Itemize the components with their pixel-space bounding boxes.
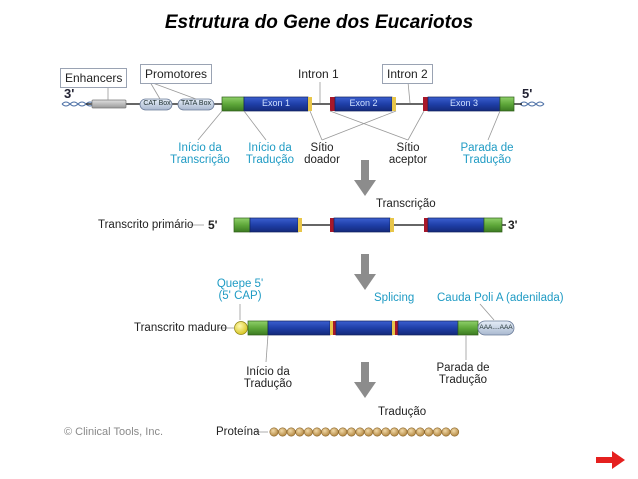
label-intron2: Intron 2	[382, 64, 433, 84]
poly-a-text: AAA....AAA	[479, 324, 513, 331]
exon2-text: Exon 2	[349, 98, 378, 108]
enhancer-box	[91, 99, 127, 109]
cap-5	[234, 321, 248, 335]
protein-bead	[415, 427, 425, 437]
arrow-splicing	[354, 254, 376, 290]
protein-bead	[450, 427, 460, 437]
protein-bead	[389, 427, 399, 437]
protein-bead	[398, 427, 408, 437]
upper-pointers	[107, 81, 411, 104]
protein-bead	[346, 427, 356, 437]
label-inicio-traducao: Início da Tradução	[245, 142, 295, 166]
protein-bead	[424, 427, 434, 437]
lower-pointers	[197, 110, 501, 141]
strand-3-left: 3'	[64, 86, 75, 101]
exon3-text: Exon 3	[449, 98, 479, 108]
primary-utr3	[483, 217, 503, 233]
protein-bead	[278, 427, 288, 437]
protein-bead	[303, 427, 313, 437]
protein-bead	[329, 427, 339, 437]
cat-box-text: CAT Box	[143, 100, 171, 107]
copyright: © Clinical Tools, Inc.	[64, 426, 163, 438]
protein-chain	[269, 427, 460, 437]
mature-utr5	[247, 320, 269, 336]
label-proteina: Proteína	[216, 426, 260, 438]
primary-exon3	[427, 217, 485, 233]
label-transcrito-primario: Transcrito primário	[98, 219, 194, 231]
gene-exon1-splice	[308, 97, 312, 111]
label-promotores: Promotores	[140, 64, 213, 84]
protein-bead	[338, 427, 348, 437]
label-parada-traducao: Parada de Tradução	[460, 142, 514, 166]
mature-exon-b	[335, 320, 393, 336]
mature-exon-c	[397, 320, 459, 336]
cat-box	[139, 98, 173, 111]
label-transcrito-maduro: Transcrito maduro	[134, 322, 227, 334]
primary-exon2	[333, 217, 391, 233]
primary-3-end: 3'	[508, 218, 518, 232]
protein-bead	[441, 427, 451, 437]
label-cauda-poli-a: Cauda Poli A (adenilada)	[437, 292, 564, 304]
protein-bead	[286, 427, 296, 437]
protein-bead	[364, 427, 374, 437]
step-transcricao: Transcrição	[376, 198, 436, 210]
primary-utr5	[233, 217, 251, 233]
label-mature-inicio-traducao: Início da Tradução	[243, 366, 293, 390]
protein-bead	[372, 427, 382, 437]
protein-bead	[407, 427, 417, 437]
next-arrow-icon[interactable]	[596, 450, 626, 470]
arrow-transcricao	[354, 160, 376, 196]
protein-bead	[381, 427, 391, 437]
protein-bead	[295, 427, 305, 437]
page-title: Estrutura do Gene dos Eucariotos	[164, 12, 474, 33]
protein-bead	[432, 427, 442, 437]
protein-bead	[312, 427, 322, 437]
label-splicing: Splicing	[374, 292, 415, 304]
protein-bead	[269, 427, 279, 437]
protein-bead	[355, 427, 365, 437]
gene-exon2-splice-red	[330, 97, 335, 111]
label-mature-parada-traducao: Parada de Tradução	[436, 362, 490, 386]
dna-end-right	[519, 101, 545, 107]
label-quepe: Quepe 5' (5' CAP)	[216, 278, 264, 302]
label-enhancers: Enhancers	[60, 68, 128, 88]
primary-exon1	[249, 217, 299, 233]
step-traducao: Tradução	[378, 406, 427, 418]
gene-exon3-splice-red	[423, 97, 428, 111]
tata-box-text: TATA Box	[181, 100, 211, 107]
primary-5-end: 5'	[208, 218, 218, 232]
mature-exon-a	[267, 320, 331, 336]
label-intron1: Intron 1	[298, 67, 339, 81]
arrow-traducao	[354, 362, 376, 398]
strand-5-right: 5'	[522, 86, 533, 101]
gene-exon2-splice-y	[392, 97, 396, 111]
mature-utr3	[457, 320, 479, 336]
gene-utr5	[221, 96, 245, 112]
protein-bead	[321, 427, 331, 437]
exon1-text: Exon 1	[261, 98, 291, 108]
dna-end-left	[61, 101, 95, 107]
label-sitio-doador: Sítio doador	[304, 142, 340, 166]
label-sitio-aceptor: Sítio aceptor	[388, 142, 428, 166]
gene-utr3	[499, 96, 515, 112]
poly-a-tail	[477, 320, 515, 336]
label-inicio-transcricao: Início da Transcrição	[170, 142, 230, 166]
